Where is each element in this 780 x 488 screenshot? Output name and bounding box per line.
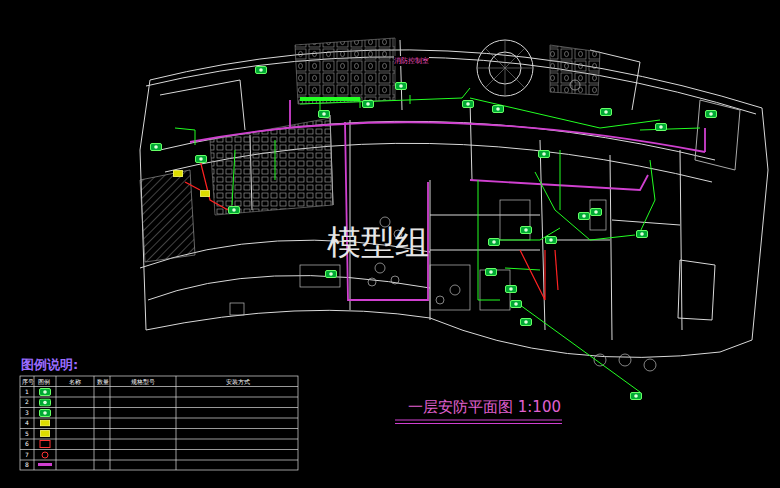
table-header: 名称 (69, 379, 81, 385)
table-header: 图例 (38, 379, 50, 385)
row-number: 4 (25, 420, 29, 427)
row-number: 6 (25, 441, 29, 448)
row-number: 3 (25, 410, 29, 417)
room-box: 消防控制室 (392, 54, 431, 68)
table-header: 序号 (22, 379, 34, 385)
table-header: 安装方式 (226, 379, 250, 385)
row-number: 5 (25, 431, 29, 438)
row-number: 2 (25, 399, 29, 406)
row-number: 1 (25, 389, 29, 396)
plan-title: 一层安防平面图 1:100 (408, 399, 561, 416)
watermark: 模型组 (327, 224, 429, 261)
table-header: 规格型号 (131, 379, 155, 385)
legend-heading: 图例说明: (21, 358, 78, 372)
room-name: 消防控制室 (394, 56, 429, 66)
table-header: 数量 (97, 379, 109, 385)
row-number: 8 (25, 462, 29, 469)
row-number: 7 (25, 452, 29, 459)
